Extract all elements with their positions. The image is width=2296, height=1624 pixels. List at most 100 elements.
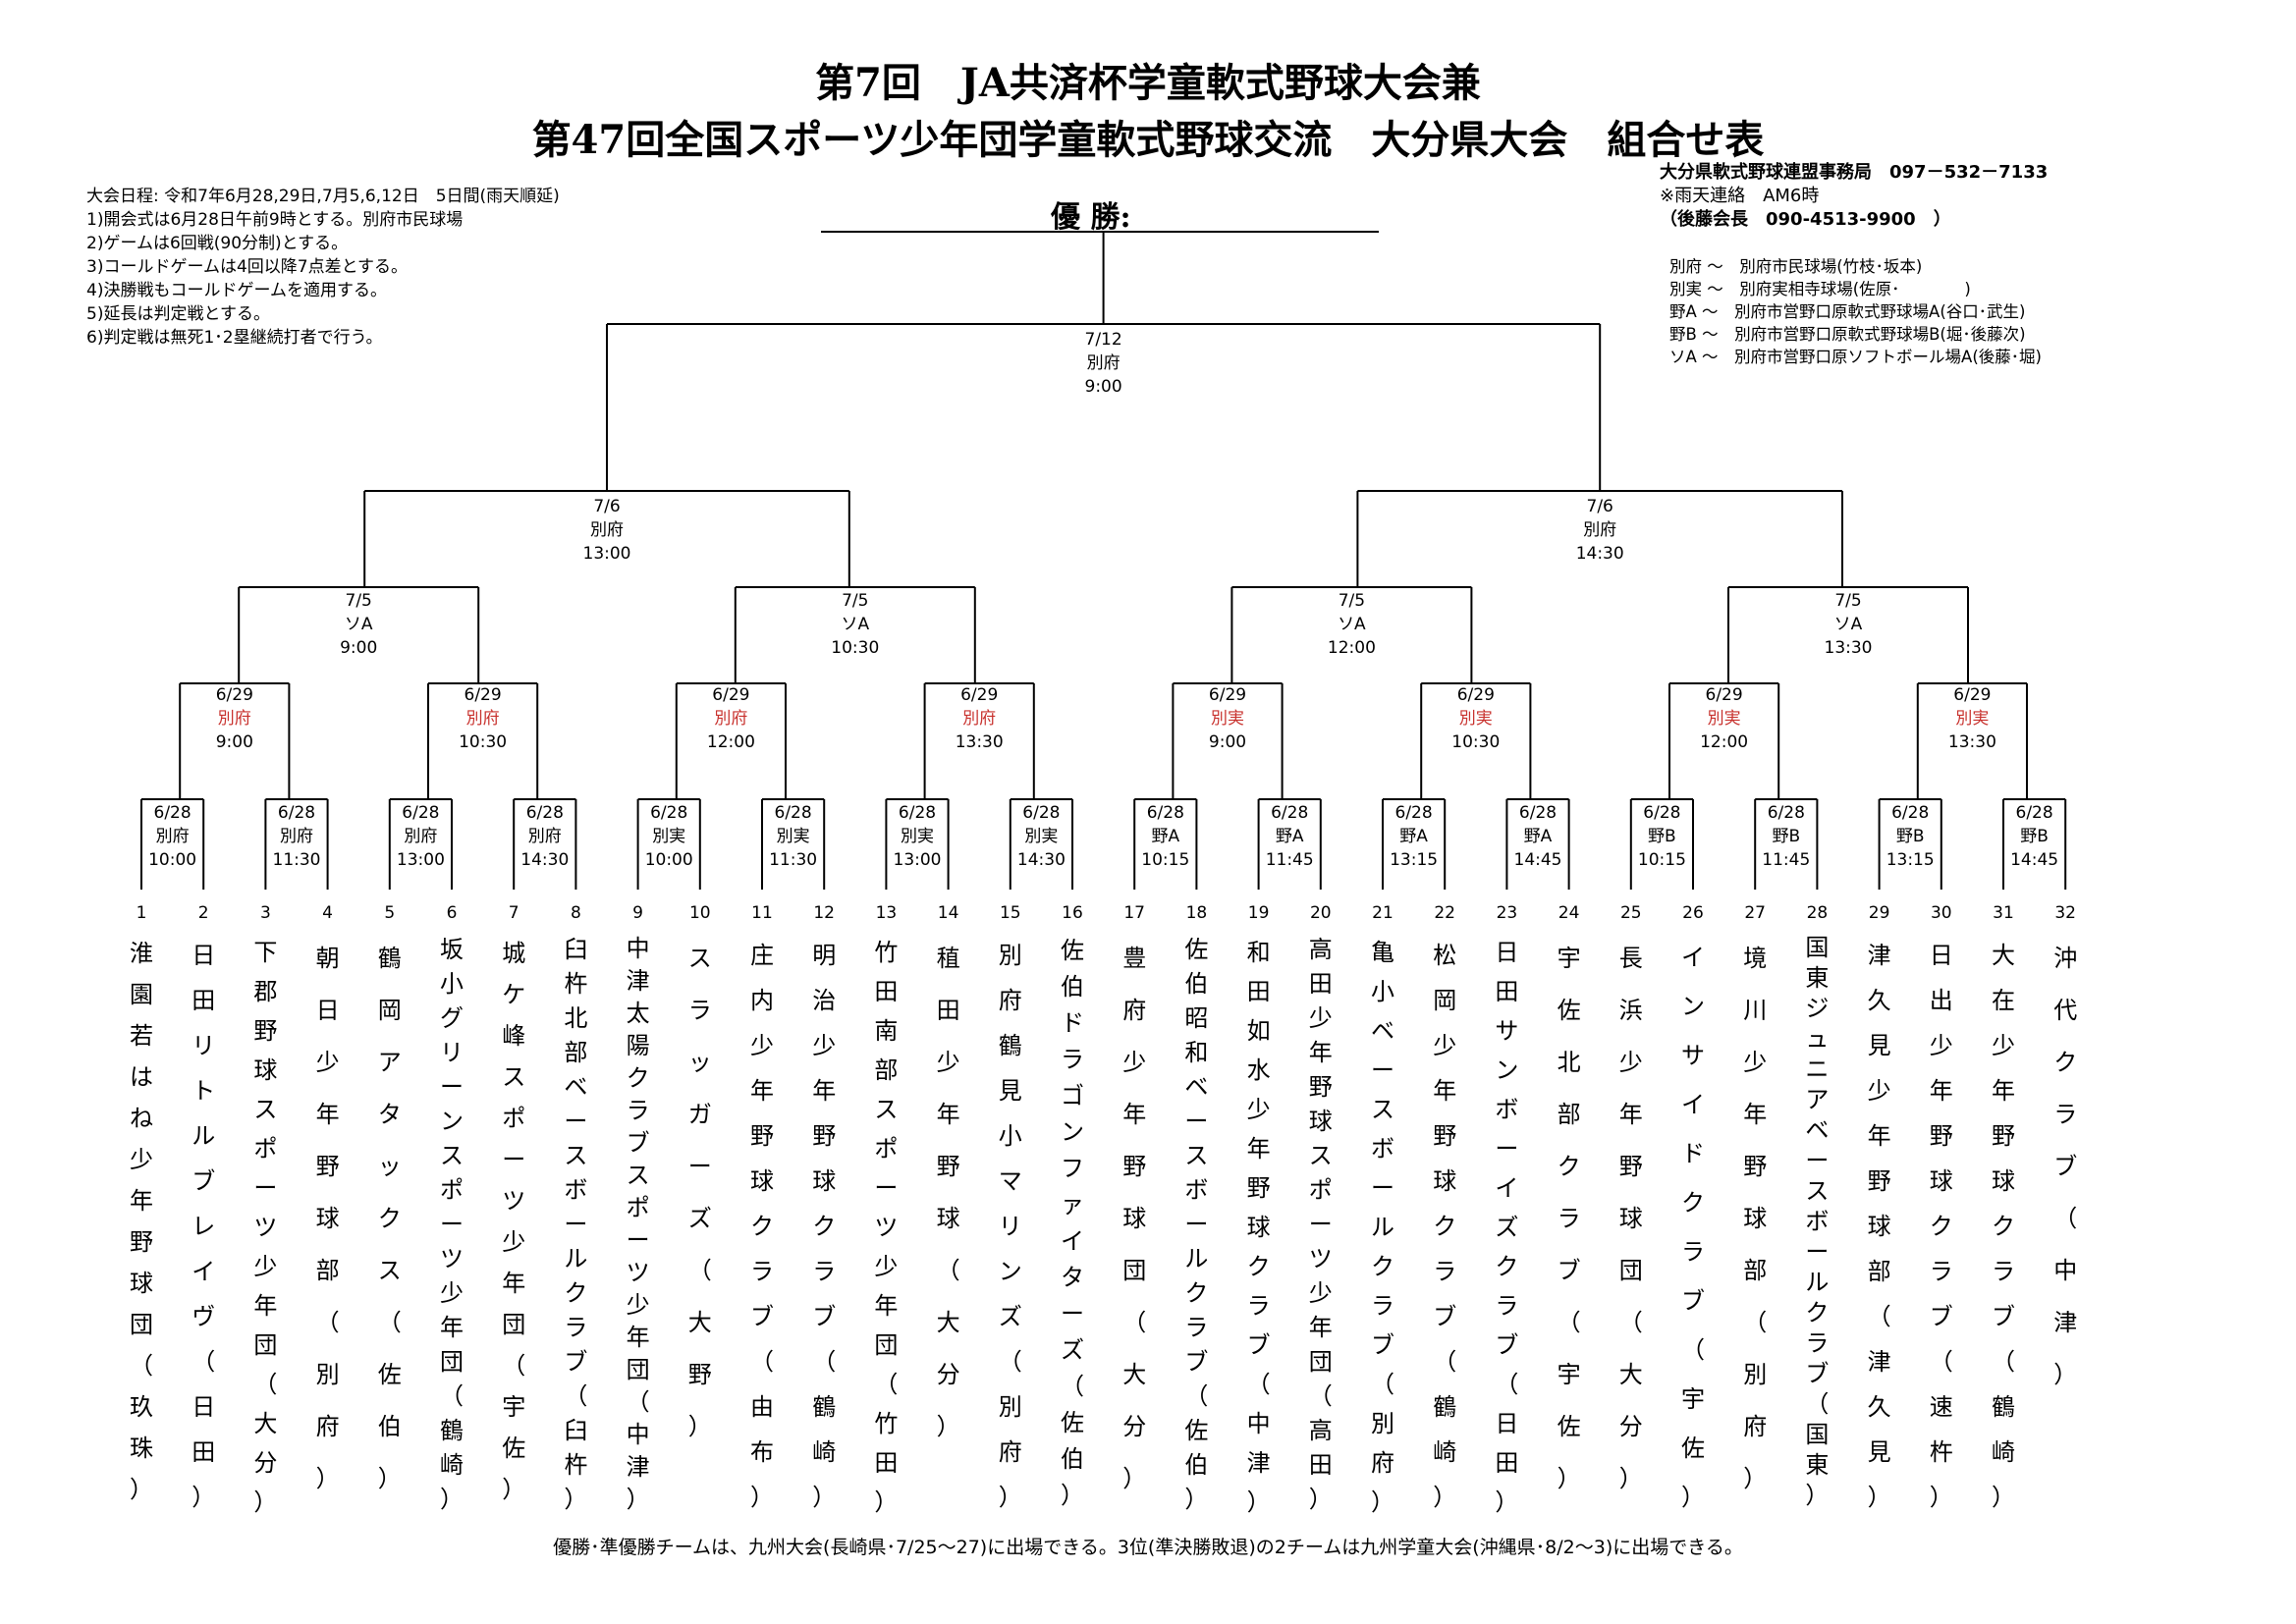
match-venue: 別実 (1955, 709, 1990, 729)
match-venue: 別実 (652, 827, 686, 846)
team-name-char: ブ (1557, 1257, 1581, 1284)
person-contact: （後藤会長 090-4513-9900 ） (1660, 209, 1951, 230)
team-name-char: ク (377, 1205, 402, 1232)
match-time: 11:45 (1762, 850, 1811, 870)
team-name-char: 日 (191, 1393, 216, 1421)
team-name-char: 伯 (1184, 1451, 1209, 1479)
team-name-char: ） (874, 1489, 899, 1516)
match-venue: ソA (841, 615, 870, 634)
team-name-char: ー (440, 1073, 464, 1101)
team-name-char: 臼 (564, 1417, 588, 1444)
team-number: 12 (813, 903, 835, 923)
team-name-char: 部 (1867, 1258, 1891, 1285)
team-number: 28 (1806, 903, 1829, 923)
team-name-char: 団 (440, 1348, 464, 1376)
team-name-char: 少 (1867, 1077, 1891, 1105)
team-name-char: 少 (626, 1291, 650, 1319)
team-name-char: 年 (1743, 1101, 1768, 1128)
team-name: 松岡少年野球クラブ（鶴崎） (1423, 933, 1466, 1520)
team-name-char: ク (812, 1213, 837, 1240)
team-name-char: ） (1618, 1465, 1643, 1492)
team-name-char: ー (440, 1211, 464, 1238)
team-name-char: ヴ (191, 1303, 216, 1330)
team-name-char: 年 (1929, 1077, 1953, 1105)
team-name-char: 佐 (1184, 936, 1209, 963)
team-name-char: 中 (1246, 1410, 1271, 1437)
match-date: 6/29 (464, 685, 502, 705)
team-name-char: 年 (130, 1187, 153, 1215)
team-name-char: 在 (1992, 987, 2015, 1014)
team-name-char: （ (1992, 1348, 2015, 1376)
team-name-char: 伯 (1061, 1445, 1084, 1473)
team-name-char: ） (1867, 1484, 1891, 1511)
team-name-char: 球 (1433, 1167, 1457, 1195)
team-number: 27 (1744, 903, 1766, 923)
team-name-char: 部 (564, 1039, 588, 1066)
team-name-char: ツ (874, 1214, 899, 1241)
team-name-char: 分 (1122, 1413, 1147, 1440)
team-name-char: 別 (998, 1393, 1022, 1421)
team-name-char: ー (687, 1153, 712, 1180)
team-name-char: 崎 (1433, 1438, 1457, 1466)
match-date: 6/29 (1953, 685, 1992, 705)
team-name: 明治少年野球クラブ（鶴崎） (802, 933, 846, 1520)
team-name-char: ン (1061, 1118, 1084, 1146)
team-name-char: 津 (626, 1453, 650, 1481)
team-name-char: ア (1805, 1086, 1830, 1113)
team-name-char: 少 (1308, 1279, 1333, 1307)
team-name-char: 年 (1308, 1314, 1333, 1341)
team-name-char: ボ (1805, 1208, 1830, 1235)
match-date: 6/28 (1146, 803, 1184, 823)
team-name-char: ジ (1805, 995, 1830, 1022)
team-name: 城ケ峰スポーツ少年団（宇佐） (492, 933, 535, 1510)
team-name-char: ） (1122, 1465, 1147, 1492)
team-name-char: ク (750, 1213, 774, 1240)
team-name-char: ブ (1184, 1348, 1209, 1376)
team-name-char: ー (253, 1174, 278, 1202)
team-name-char: 田 (1308, 1451, 1333, 1479)
team-name-char: ド (1681, 1140, 1705, 1167)
team-name-char: （ (1061, 1373, 1084, 1400)
team-name-char: （ (1495, 1371, 1519, 1398)
team-name-char: ケ (502, 981, 526, 1008)
team-name-char: 沖 (2053, 945, 2078, 972)
team-name-char: ブ (1371, 1331, 1394, 1359)
team-name-char: 球 (812, 1167, 837, 1195)
match-venue: 野A (1399, 827, 1428, 846)
team-number: 20 (1309, 903, 1332, 923)
team-name-char: ズ (687, 1205, 712, 1232)
team-name-char: ク (1495, 1253, 1519, 1280)
match-time: 13:00 (893, 850, 942, 870)
team-name-char: ね (130, 1105, 153, 1132)
team-name-char: ッ (377, 1153, 402, 1180)
team-number: 31 (1993, 903, 2014, 923)
match-date: 6/28 (1022, 803, 1061, 823)
team-name-char: 府 (998, 1438, 1022, 1466)
team-name-char: 球 (1246, 1214, 1271, 1241)
team-name-char: ） (2053, 1361, 2078, 1388)
team-name-char: 境 (1743, 945, 1768, 972)
team-name-char: 府 (998, 987, 1022, 1014)
team-name-char: 田 (874, 1449, 899, 1477)
team-name-char: ベ (1371, 1017, 1394, 1045)
team-name-char: ボ (564, 1176, 588, 1204)
team-name-char: ラ (1681, 1238, 1705, 1266)
team-name-char: ア (377, 1049, 402, 1076)
rule-line: 1)開会式は6月28日午前9時とする。別府市民球場 (86, 210, 464, 230)
team-name-char: ァ (1061, 1191, 1084, 1218)
team-name-char: 少 (874, 1253, 899, 1280)
match-time: 14:45 (1513, 850, 1562, 870)
team-name-char: 東 (1805, 1451, 1830, 1479)
match-time: 12:00 (1700, 732, 1749, 752)
team-name-char: 部 (315, 1257, 340, 1284)
match-time: 10:15 (1141, 850, 1190, 870)
team-name-char: 野 (687, 1361, 712, 1388)
team-name-char: 内 (750, 987, 774, 1014)
